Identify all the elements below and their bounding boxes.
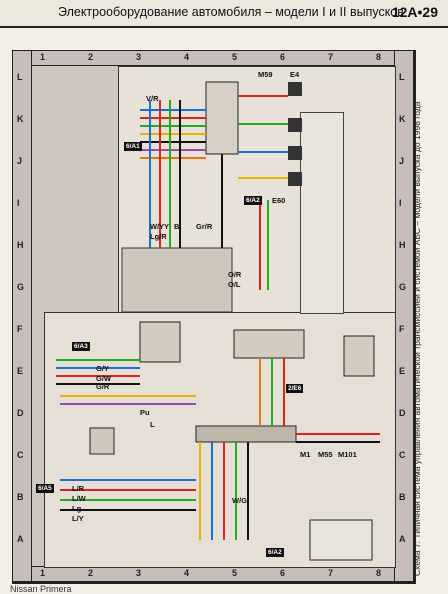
- label-or: O/R: [228, 270, 242, 279]
- grid-letter-l: A: [17, 534, 24, 544]
- label-pu: Pu: [140, 408, 150, 417]
- grid-number-t: 7: [328, 52, 334, 62]
- connector-block-lower-1: [139, 321, 181, 363]
- grid-number-t: 3: [136, 52, 142, 62]
- grid-letter-r: I: [399, 198, 402, 208]
- grid-letter-l: C: [17, 450, 24, 460]
- grid-letter-l: K: [17, 114, 24, 124]
- grid-number-b: 4: [184, 568, 190, 578]
- grid-letter-r: H: [399, 240, 406, 250]
- relay-bank: [233, 329, 305, 359]
- legend-box-lower: [309, 519, 373, 561]
- grid-number-b: 2: [88, 568, 94, 578]
- figure-caption: Схема 7: Типичная система управления авт…: [402, 102, 446, 580]
- ref-arrow-2: 6/A2: [244, 196, 262, 205]
- grid-letter-r: E: [399, 366, 406, 376]
- label-vr: V/R: [146, 94, 159, 103]
- control-unit-upper: [121, 247, 233, 313]
- grid-letter-l: G: [17, 282, 25, 292]
- page-header: Электрооборудование автомобиля – модели …: [0, 0, 448, 28]
- component-box-2: [288, 146, 302, 160]
- grid-letter-r: G: [399, 282, 407, 292]
- legend-box-right: [300, 112, 344, 314]
- grid-number-t: 4: [184, 52, 190, 62]
- ref-arrow-5: 2/E6: [286, 384, 304, 393]
- label-b: B: [174, 222, 180, 231]
- grid-number-t: 2: [88, 52, 94, 62]
- label-ly: L/Y: [72, 514, 84, 523]
- label-gr: G/R: [96, 382, 110, 391]
- grid-letter-r: J: [399, 156, 405, 166]
- label-lg: Lg: [72, 504, 82, 513]
- component-box-1: [288, 118, 302, 132]
- component-right-lower: [343, 335, 375, 377]
- grid-number-b: 1: [40, 568, 46, 578]
- caption-text: Схема 7: Типичная система управления авт…: [412, 101, 422, 576]
- ref-arrow-3: 6/A3: [72, 342, 90, 351]
- grid-number-b: 6: [280, 568, 286, 578]
- label-m55: M55: [318, 450, 333, 459]
- grid-letter-l: H: [17, 240, 24, 250]
- label-gy: G/Y: [96, 364, 109, 373]
- label-m101: M101: [338, 450, 357, 459]
- grid-letter-r: F: [399, 324, 405, 334]
- grid-number-b: 5: [232, 568, 238, 578]
- label-e4: E4: [290, 70, 300, 79]
- grid-number-b: 8: [376, 568, 382, 578]
- component-left-lower: [89, 427, 115, 455]
- label-lr: L/R: [72, 484, 85, 493]
- component-e4: [288, 82, 302, 96]
- grid-number-b: 3: [136, 568, 142, 578]
- label-lgr: Lg/R: [150, 232, 167, 241]
- grid-number-t: 6: [280, 52, 286, 62]
- grid-letter-r: A: [399, 534, 406, 544]
- grid-letter-l: F: [17, 324, 23, 334]
- grid-number-t: 1: [40, 52, 46, 62]
- label-m1: M1: [300, 450, 311, 459]
- label-lw: L/W: [72, 494, 86, 503]
- grid-letter-r: C: [399, 450, 406, 460]
- footer-text: Nissan Primera: [10, 584, 72, 594]
- label-y: Y: [164, 222, 170, 231]
- grid-letter-r: B: [399, 492, 406, 502]
- ref-arrow-6: 6/A2: [266, 548, 284, 557]
- label-ol: O/L: [228, 280, 241, 289]
- label-gw: G/W: [96, 374, 111, 383]
- grid-letter-l: E: [17, 366, 24, 376]
- connector-strip-lower: [195, 425, 297, 443]
- label-wg: W/G: [232, 496, 247, 505]
- label-m59: M59: [258, 70, 273, 79]
- label-l: L: [150, 420, 155, 429]
- grid-number-t: 5: [232, 52, 238, 62]
- label-grr: Gr/R: [196, 222, 213, 231]
- ref-arrow-1: 6/A1: [124, 142, 142, 151]
- grid-letter-r: L: [399, 72, 405, 82]
- grid-letter-l: L: [17, 72, 23, 82]
- grid-letter-r: K: [399, 114, 406, 124]
- page-number: 12А•29: [391, 4, 438, 20]
- ref-arrow-4: 6/A5: [36, 484, 54, 493]
- grid-strip-left: [12, 50, 32, 582]
- label-wy: W/Y: [150, 222, 165, 231]
- component-box-3: [288, 172, 302, 186]
- grid-letter-r: D: [399, 408, 406, 418]
- grid-letter-l: B: [17, 492, 24, 502]
- label-e60: E60: [272, 196, 286, 205]
- connector-block-upper: [205, 81, 239, 155]
- grid-letter-l: D: [17, 408, 24, 418]
- grid-letter-l: J: [17, 156, 23, 166]
- page-title: Электрооборудование автомобиля – модели …: [58, 5, 404, 19]
- grid-number-t: 8: [376, 52, 382, 62]
- grid-number-b: 7: [328, 568, 334, 578]
- grid-letter-l: I: [17, 198, 20, 208]
